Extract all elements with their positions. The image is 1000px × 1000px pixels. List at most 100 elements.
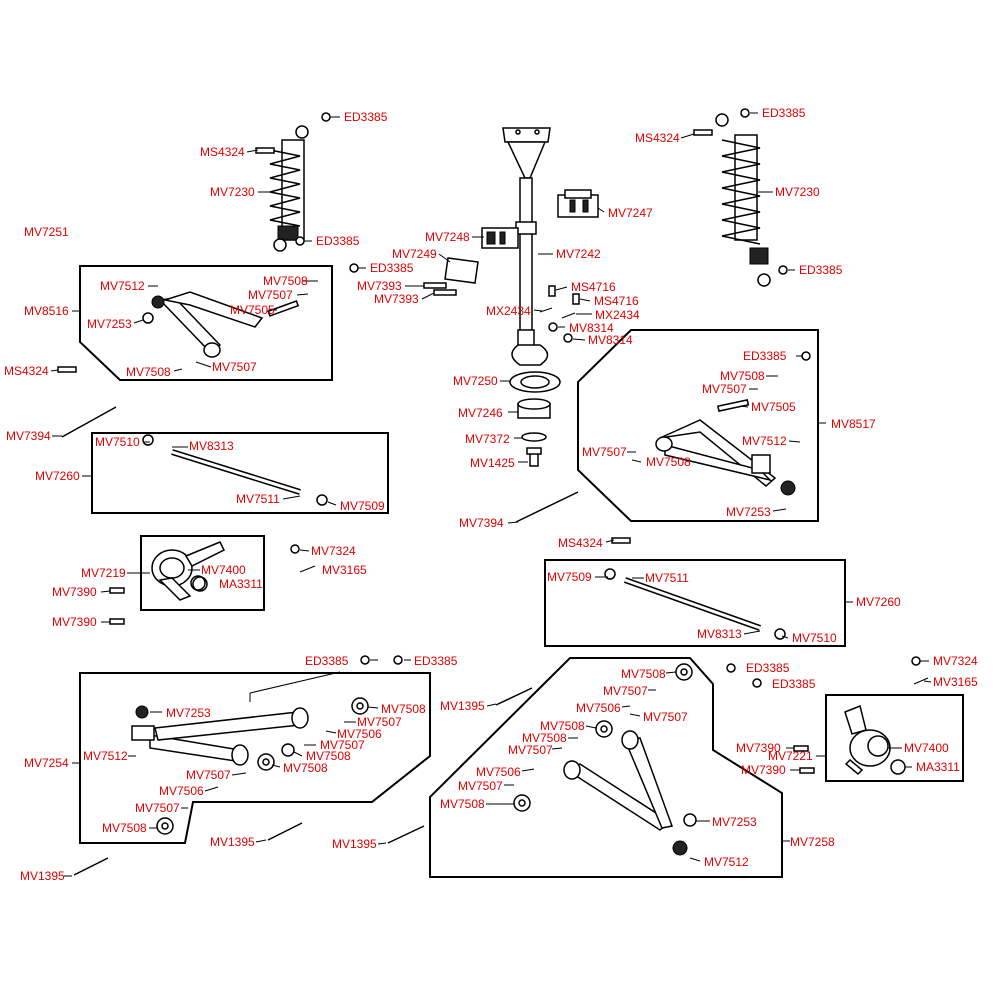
clip-ma3311-b[interactable] [890, 759, 906, 775]
label-mv7511-b[interactable]: MV7511 [645, 571, 689, 585]
label-mv7400-b[interactable]: MV7400 [904, 741, 949, 755]
label-mv7390-b[interactable]: MV7390 [736, 741, 781, 755]
label-mv7230-left[interactable]: MV7230 [210, 185, 255, 199]
bolt-ms4716-b[interactable] [572, 293, 580, 305]
label-mx2434-a[interactable]: MX2434 [486, 304, 531, 318]
label-mx2434-b[interactable]: MX2434 [595, 308, 640, 322]
nut-mv7324-b[interactable] [911, 656, 921, 666]
label-mv1395-c[interactable]: MV1395 [332, 837, 377, 851]
label-mv7324-b[interactable]: MV7324 [933, 654, 978, 668]
label-mv7260-a[interactable]: MV7260 [35, 469, 80, 483]
label-ed3385-r2[interactable]: ED3385 [799, 263, 843, 277]
bolt-mv7390-b2[interactable] [799, 767, 815, 774]
label-mv7512-b[interactable]: MV7512 [742, 434, 787, 448]
label-mv7507-c[interactable]: MV7507 [357, 715, 402, 729]
pin-mv3165-a[interactable] [299, 565, 316, 573]
bolt-mv7394-center[interactable] [515, 491, 579, 523]
label-mv7372[interactable]: MV7372 [465, 432, 510, 446]
label-mv7508-a2[interactable]: MV7508 [126, 365, 171, 379]
label-mv7511-a[interactable]: MV7511 [236, 492, 280, 506]
label-mv7251[interactable]: MV7251 [24, 225, 69, 239]
label-mv3165-b[interactable]: MV3165 [933, 675, 978, 689]
bolt-mv7390-a[interactable] [109, 587, 125, 594]
shock-absorber-left[interactable] [269, 125, 309, 252]
nut-mv7324-a[interactable] [290, 544, 300, 554]
shock-absorber-right[interactable] [715, 113, 771, 287]
label-ed3385-tr[interactable]: ED3385 [762, 106, 806, 120]
label-ms4716-b[interactable]: MS4716 [594, 294, 639, 308]
label-mv7507-d2[interactable]: MV7507 [643, 710, 688, 724]
label-mv8314-b[interactable]: MV8314 [588, 333, 633, 347]
nut-ed3385-r3[interactable] [726, 663, 736, 673]
nut-ed3385-l3[interactable] [349, 263, 359, 273]
label-mv7507-c2[interactable]: MV7507 [320, 738, 365, 752]
label-ed3385-r4[interactable]: ED3385 [772, 677, 816, 691]
nut-ed3385-tr[interactable] [740, 108, 750, 118]
bolt-mv7393-b[interactable] [433, 289, 457, 296]
bolt-mv7393-a[interactable] [423, 282, 447, 289]
label-mv7230-right[interactable]: MV7230 [775, 185, 820, 199]
label-mv7508-b[interactable]: MV7508 [720, 369, 765, 383]
column-clamp-mv7247[interactable] [557, 189, 599, 218]
label-mv1395-d[interactable]: MV1395 [20, 869, 65, 883]
label-mv7507-c4[interactable]: MV7507 [135, 801, 180, 815]
bolt-mv1395-a[interactable] [495, 687, 533, 706]
bolt-ms4716-a[interactable] [548, 285, 556, 297]
nut-ed3385-l2[interactable] [295, 236, 305, 246]
label-ed3385-r3[interactable]: ED3385 [746, 661, 790, 675]
label-mv7400-a[interactable]: MV7400 [201, 563, 246, 577]
clip-ma3311-a[interactable] [192, 576, 208, 592]
bolt-mv1395-b[interactable] [267, 822, 303, 841]
label-ms4324-center[interactable]: MS4324 [558, 536, 603, 550]
label-mv7506-c2[interactable]: MV7506 [159, 784, 204, 798]
label-mv8516[interactable]: MV8516 [24, 304, 69, 318]
label-mv7508-d[interactable]: MV7508 [621, 667, 666, 681]
steering-knuckle-left[interactable] [151, 541, 226, 601]
label-mv7260-b[interactable]: MV7260 [856, 595, 901, 609]
label-mv7505-a[interactable]: MV7505 [230, 303, 275, 317]
bushing-mv7508-c[interactable] [351, 697, 369, 715]
label-mv1425[interactable]: MV1425 [470, 456, 515, 470]
bolt-mv7394-left[interactable] [61, 406, 117, 438]
label-mv7507-a2[interactable]: MV7507 [212, 360, 257, 374]
label-mv8314-a[interactable]: MV8314 [569, 321, 614, 335]
label-mv7508-d4[interactable]: MV7508 [440, 797, 485, 811]
label-mv7390-a[interactable]: MV7390 [52, 585, 97, 599]
label-ed3385-b2[interactable]: ED3385 [414, 654, 458, 668]
label-mv7508-c3[interactable]: MV7508 [283, 761, 328, 775]
label-mv7393-a[interactable]: MV7393 [357, 279, 402, 293]
sleeve-mv7505-a[interactable] [267, 300, 300, 317]
label-mv7247[interactable]: MV7247 [608, 206, 653, 220]
label-mv7508-d2[interactable]: MV7508 [540, 719, 585, 733]
bearing-housing-mv7250[interactable] [509, 371, 561, 393]
tie-rod-right[interactable] [604, 568, 786, 640]
label-mv7508-a4[interactable]: MV7508 [102, 821, 147, 835]
label-mv7254[interactable]: MV7254 [24, 756, 69, 770]
sleeve-mv7505-b[interactable] [717, 399, 750, 412]
pin-mv3165-b[interactable] [913, 677, 929, 685]
label-mv7507-d4[interactable]: MV7507 [458, 779, 503, 793]
label-mv7394-center[interactable]: MV7394 [459, 516, 504, 530]
nut-ed3385-b2[interactable] [393, 655, 403, 665]
label-ma3311-b[interactable]: MA3311 [916, 760, 960, 774]
label-mv7507-b[interactable]: MV7507 [702, 382, 747, 396]
pin-mx2434-b[interactable] [561, 312, 576, 319]
column-bushing-mv7248[interactable] [481, 227, 519, 249]
label-mv8313-b[interactable]: MV8313 [697, 627, 742, 641]
washer-mv7372[interactable] [521, 432, 547, 442]
label-mv7510[interactable]: MV7510 [95, 435, 140, 449]
label-ed3385-tl[interactable]: ED3385 [344, 110, 388, 124]
bushing-mv7508-d2[interactable] [595, 720, 613, 738]
label-mv7506-d2[interactable]: MV7506 [476, 765, 521, 779]
bolt-ms4324-center[interactable] [611, 537, 631, 544]
label-mv7507-d3[interactable]: MV7507 [508, 743, 553, 757]
label-mv7253-c[interactable]: MV7253 [166, 706, 211, 720]
label-mv7390-a2[interactable]: MV7390 [52, 615, 97, 629]
a-arm-mv8516[interactable] [142, 291, 264, 358]
label-mv7250[interactable]: MV7250 [453, 374, 498, 388]
label-mv7324-a[interactable]: MV7324 [311, 544, 356, 558]
label-ms4324-left[interactable]: MS4324 [4, 364, 49, 378]
bolt-mv1395-c[interactable] [387, 825, 425, 844]
bolt-mv7390-a2[interactable] [109, 618, 125, 625]
label-mv7512-a[interactable]: MV7512 [100, 279, 145, 293]
